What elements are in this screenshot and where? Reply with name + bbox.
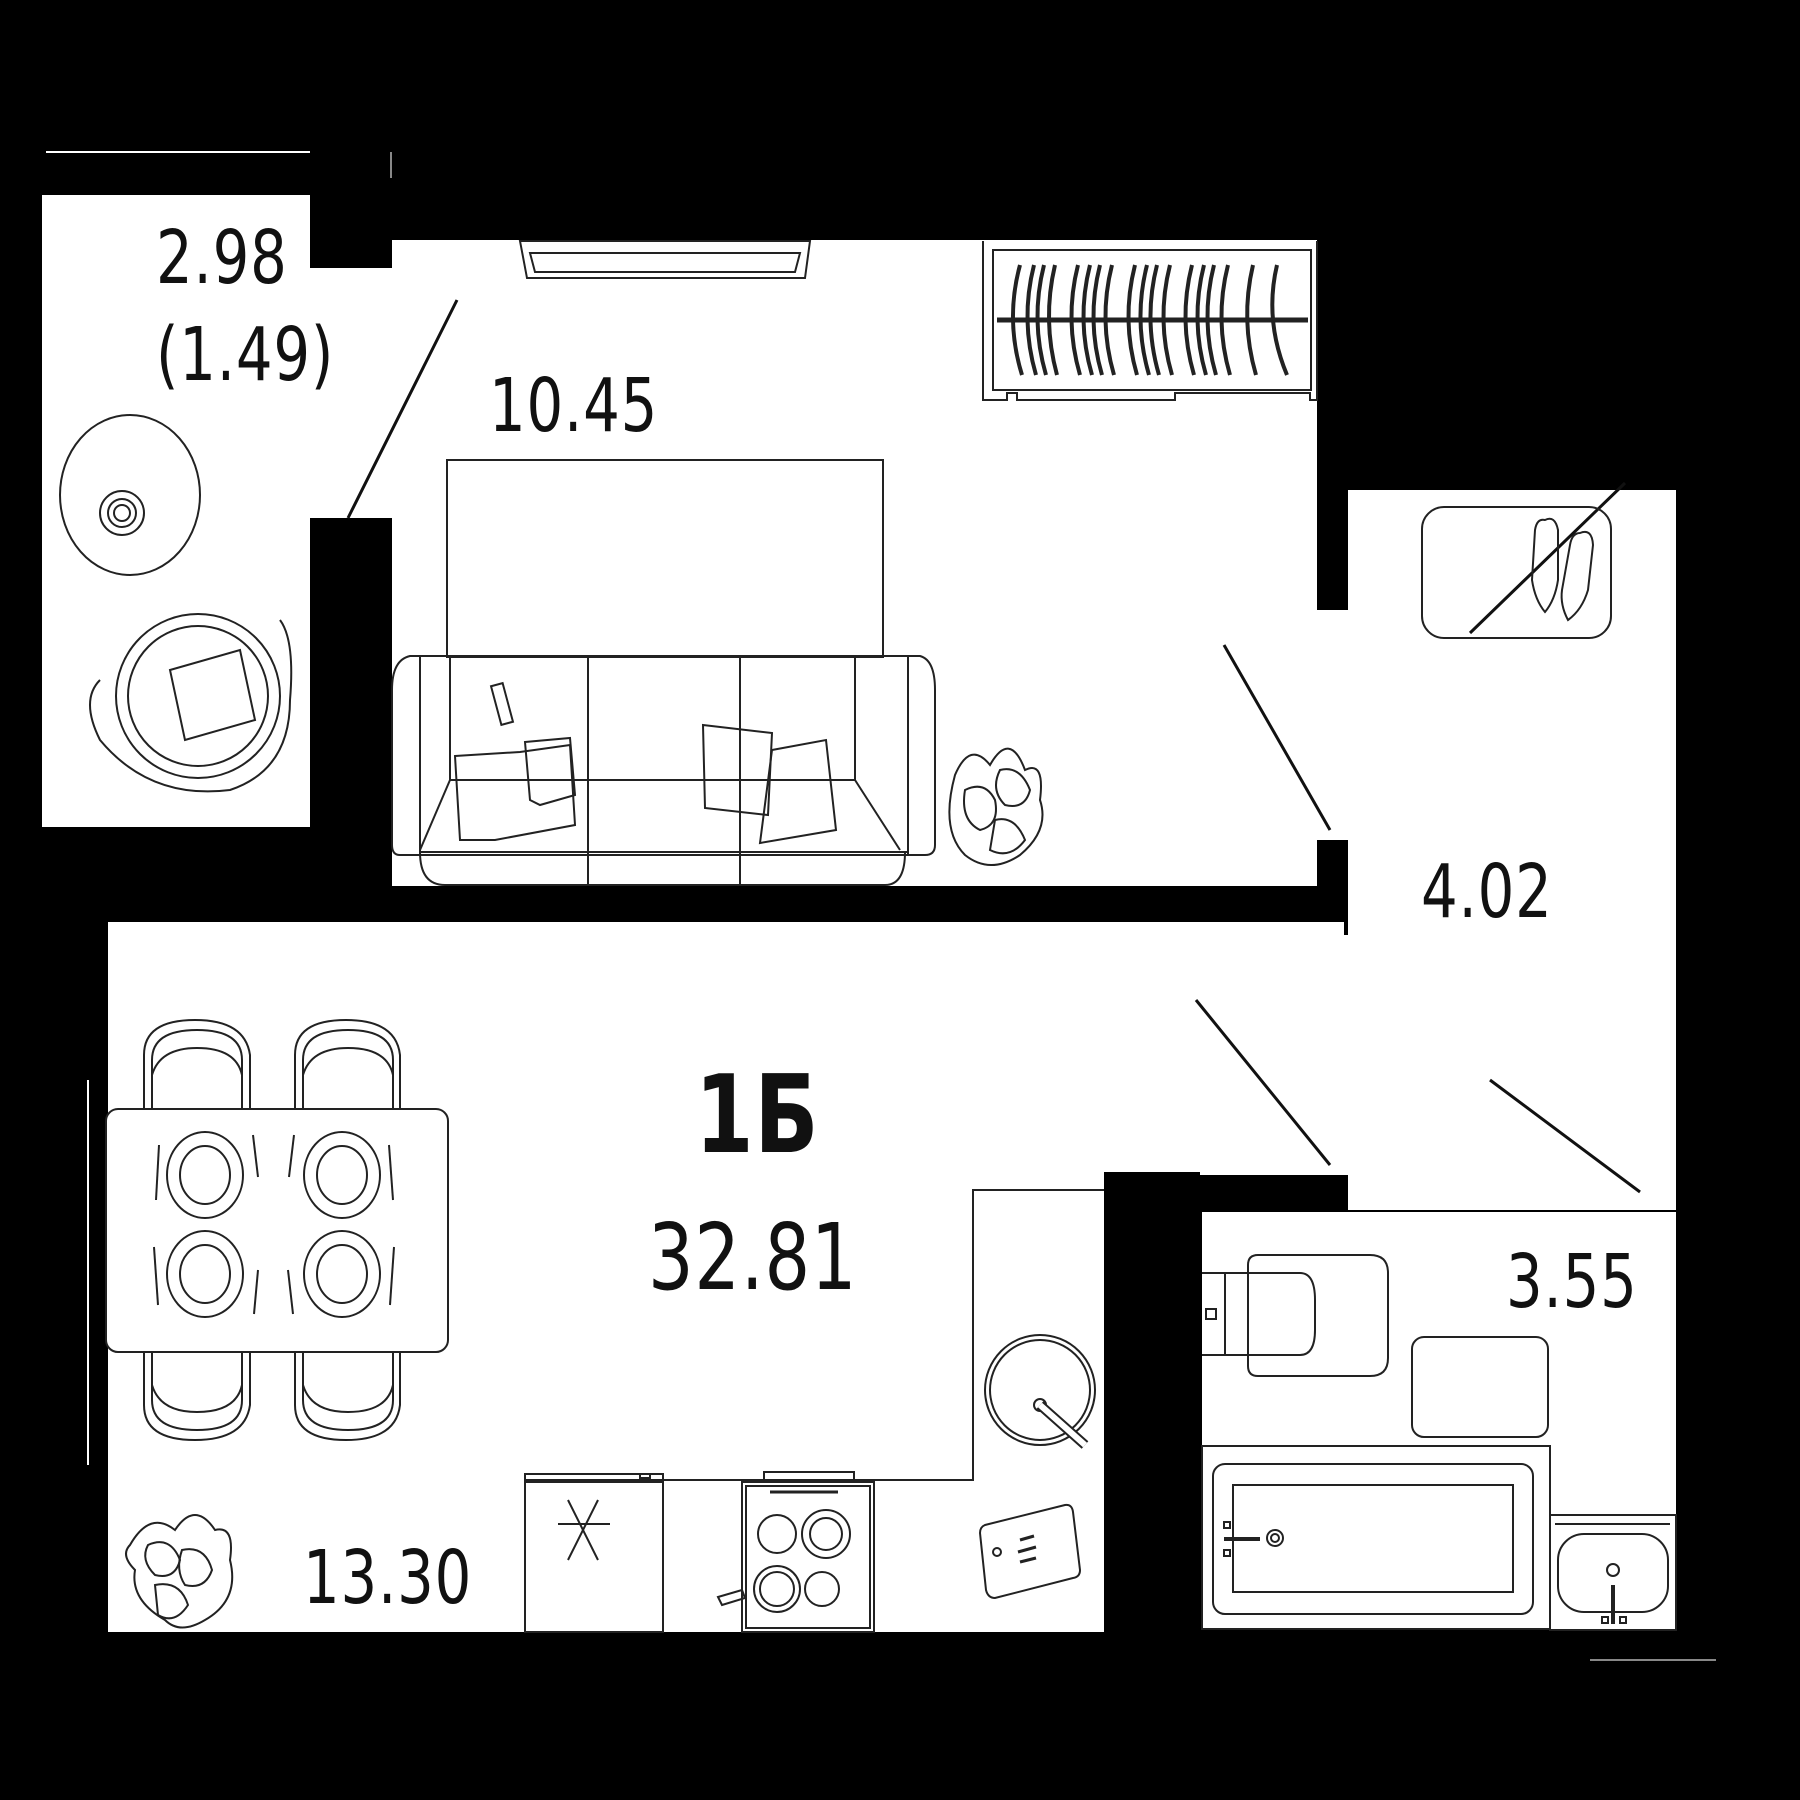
kitchen-corridor-floor <box>1104 922 1344 1172</box>
bedroom-area-label: 10.45 <box>489 363 659 449</box>
hallway-link-floor <box>1200 610 1350 840</box>
balcony-reduced-area-label: (1.49) <box>156 312 335 398</box>
kitchen-floor <box>108 922 1104 1632</box>
bedroom-floor <box>392 240 1317 886</box>
balcony-area-label: 2.98 <box>156 215 288 301</box>
kitchen-area-label: 13.30 <box>303 1535 473 1621</box>
bathroom-area-label: 3.55 <box>1506 1239 1638 1325</box>
apartment-type-label: 1Б <box>695 1053 820 1178</box>
total-area-label: 32.81 <box>648 1204 858 1311</box>
hallway-area-label: 4.02 <box>1421 849 1553 935</box>
